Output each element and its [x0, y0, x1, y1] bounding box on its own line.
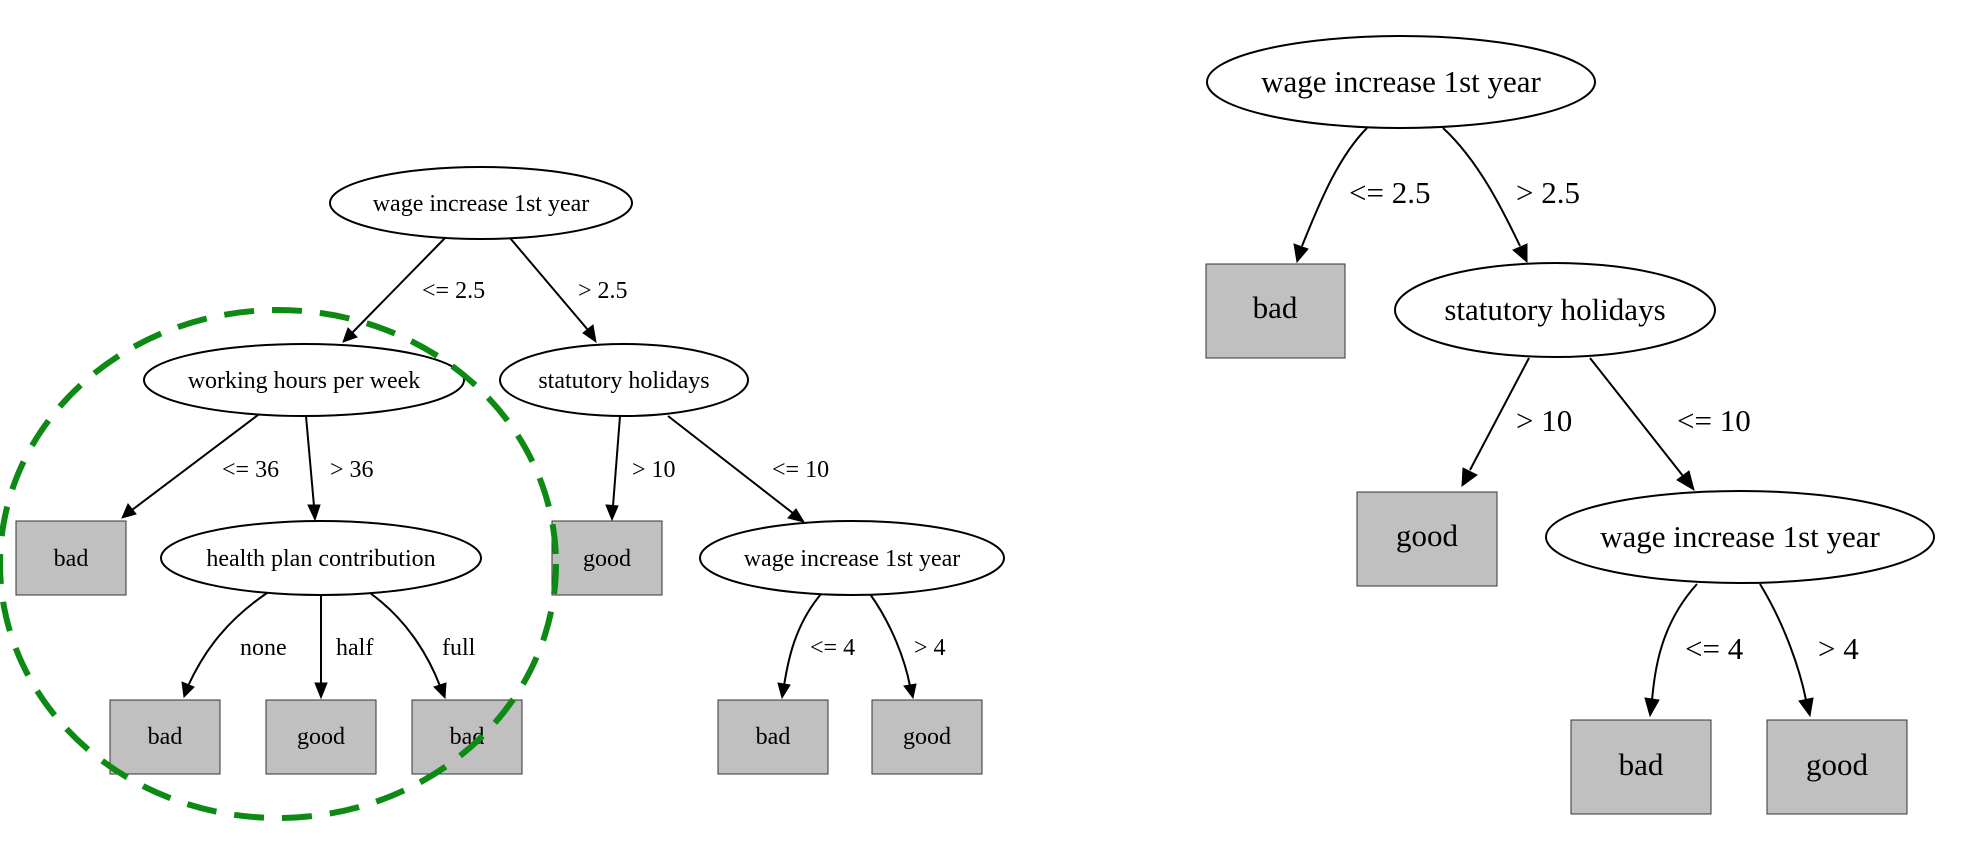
- left-edge-label-st-gt: > 10: [632, 457, 676, 483]
- right-edge-label-root-gt: > 2.5: [1516, 175, 1580, 210]
- right-edge-label-st-le: <= 10: [1677, 403, 1751, 438]
- node-label: wage increase 1st year: [1600, 519, 1880, 554]
- right-edge-label-w2-gt: > 4: [1818, 631, 1859, 666]
- leaf-label: bad: [148, 724, 183, 750]
- left-node-health-plan: health plan contribution: [160, 520, 482, 596]
- left-node-wage2: wage increase 1st year: [699, 520, 1005, 596]
- right-edge-root-to-statutory: [1442, 127, 1521, 247]
- left-arrowhead: [605, 504, 619, 522]
- right-arrowhead: [1512, 243, 1528, 264]
- left-leaf-wh: bad: [15, 520, 127, 596]
- right-node-statutory: statutory holidays: [1394, 262, 1716, 358]
- left-edge-statutory-to-wage2: [667, 415, 795, 515]
- right-node-wage2: wage increase 1st year: [1545, 490, 1935, 584]
- left-leaf-st: good: [551, 520, 663, 596]
- right-leaf-w2-left: bad: [1570, 719, 1712, 815]
- left-node-working-hours: working hours per week: [143, 343, 465, 417]
- left-leaf-w2-left: bad: [717, 699, 829, 775]
- leaf-label: bad: [54, 546, 89, 572]
- leaf-label: good: [903, 724, 951, 750]
- left-edge-health-plan-to-bad-full: [369, 592, 441, 687]
- pruned-subtree-highlight: [0, 307, 559, 821]
- left-arrowhead: [433, 682, 447, 700]
- left-tree: <= 2.5 > 2.5 <= 36 > 36 none half full >…: [0, 166, 1005, 821]
- right-arrowhead: [1798, 697, 1814, 718]
- left-node-statutory: statutory holidays: [499, 343, 749, 417]
- node-label: working hours per week: [188, 368, 421, 394]
- left-arrowhead: [777, 682, 791, 700]
- right-edge-label-st-gt: > 10: [1516, 403, 1572, 438]
- node-label: wage increase 1st year: [1261, 64, 1541, 99]
- left-edge-health-plan-to-bad: [187, 592, 268, 687]
- left-edge-label-hp-none: none: [240, 635, 287, 661]
- left-arrowhead: [121, 503, 137, 519]
- left-edge-wage2-to-bad: [783, 593, 822, 687]
- left-leaf-w2-right: good: [871, 699, 983, 775]
- node-label: wage increase 1st year: [744, 546, 961, 572]
- right-arrowhead: [1293, 243, 1309, 264]
- left-edge-label-wh-gt: > 36: [330, 457, 374, 483]
- right-edge-wage2-to-good: [1759, 583, 1807, 701]
- node-label: statutory holidays: [1444, 292, 1665, 327]
- left-edge-working-hours-to-health-plan: [305, 415, 315, 507]
- left-edge-label-hp-full: full: [442, 635, 476, 661]
- left-node-root: wage increase 1st year: [329, 166, 633, 240]
- left-edge-label-st-le: <= 10: [772, 457, 829, 483]
- node-label: wage increase 1st year: [373, 191, 590, 217]
- left-arrowhead: [787, 508, 806, 523]
- left-arrowhead: [314, 682, 328, 700]
- left-arrowhead: [903, 683, 917, 700]
- left-leaf-hp-half: good: [265, 699, 377, 775]
- left-edge-label-hp-half: half: [336, 635, 373, 661]
- left-leaf-hp-none: bad: [109, 699, 221, 775]
- node-label: statutory holidays: [538, 368, 709, 394]
- right-leaf-root: bad: [1205, 263, 1346, 359]
- right-arrowhead: [1676, 470, 1695, 492]
- left-edge-root-to-statutory: [509, 237, 589, 331]
- left-arrowhead: [342, 327, 358, 343]
- left-arrowhead: [181, 681, 195, 699]
- leaf-label: bad: [1619, 747, 1664, 782]
- left-arrowhead: [307, 504, 321, 522]
- left-edge-label-root-le: <= 2.5: [422, 278, 485, 304]
- right-leaf-w2-right: good: [1766, 719, 1908, 815]
- right-node-root: wage increase 1st year: [1206, 35, 1596, 129]
- node-label: health plan contribution: [206, 546, 435, 572]
- left-edge-root-to-working-hours: [351, 237, 446, 334]
- left-edge-label-wh-le: <= 36: [222, 457, 279, 483]
- leaf-label: bad: [1253, 290, 1298, 325]
- right-edge-statutory-to-wage2: [1589, 357, 1684, 477]
- left-edge-label-w2-le: <= 4: [810, 635, 855, 661]
- right-edge-statutory-to-good: [1469, 357, 1530, 471]
- right-arrowhead: [1461, 467, 1478, 488]
- leaf-label: bad: [756, 724, 791, 750]
- left-edge-label-root-gt: > 2.5: [578, 278, 628, 304]
- right-edge-label-w2-le: <= 4: [1685, 631, 1744, 666]
- right-edge-label-root-le: <= 2.5: [1349, 175, 1430, 210]
- left-edge-statutory-to-good: [612, 415, 621, 507]
- right-arrowhead: [1644, 697, 1660, 718]
- left-arrowhead: [582, 324, 597, 344]
- right-leaf-st: good: [1356, 491, 1498, 587]
- leaf-label: good: [297, 724, 345, 750]
- right-edge-wage2-to-bad: [1651, 583, 1698, 701]
- leaf-label: good: [1396, 518, 1459, 553]
- right-tree: <= 2.5 > 2.5 > 10 <= 10 <= 4 > 4 wage in…: [1205, 35, 1935, 815]
- leaf-label: good: [1806, 747, 1869, 782]
- left-edge-wage2-to-good: [869, 593, 911, 687]
- left-edge-working-hours-to-bad: [131, 414, 259, 511]
- right-edge-root-to-bad: [1301, 127, 1368, 247]
- left-edge-label-w2-gt: > 4: [914, 635, 946, 661]
- leaf-label: good: [583, 546, 631, 572]
